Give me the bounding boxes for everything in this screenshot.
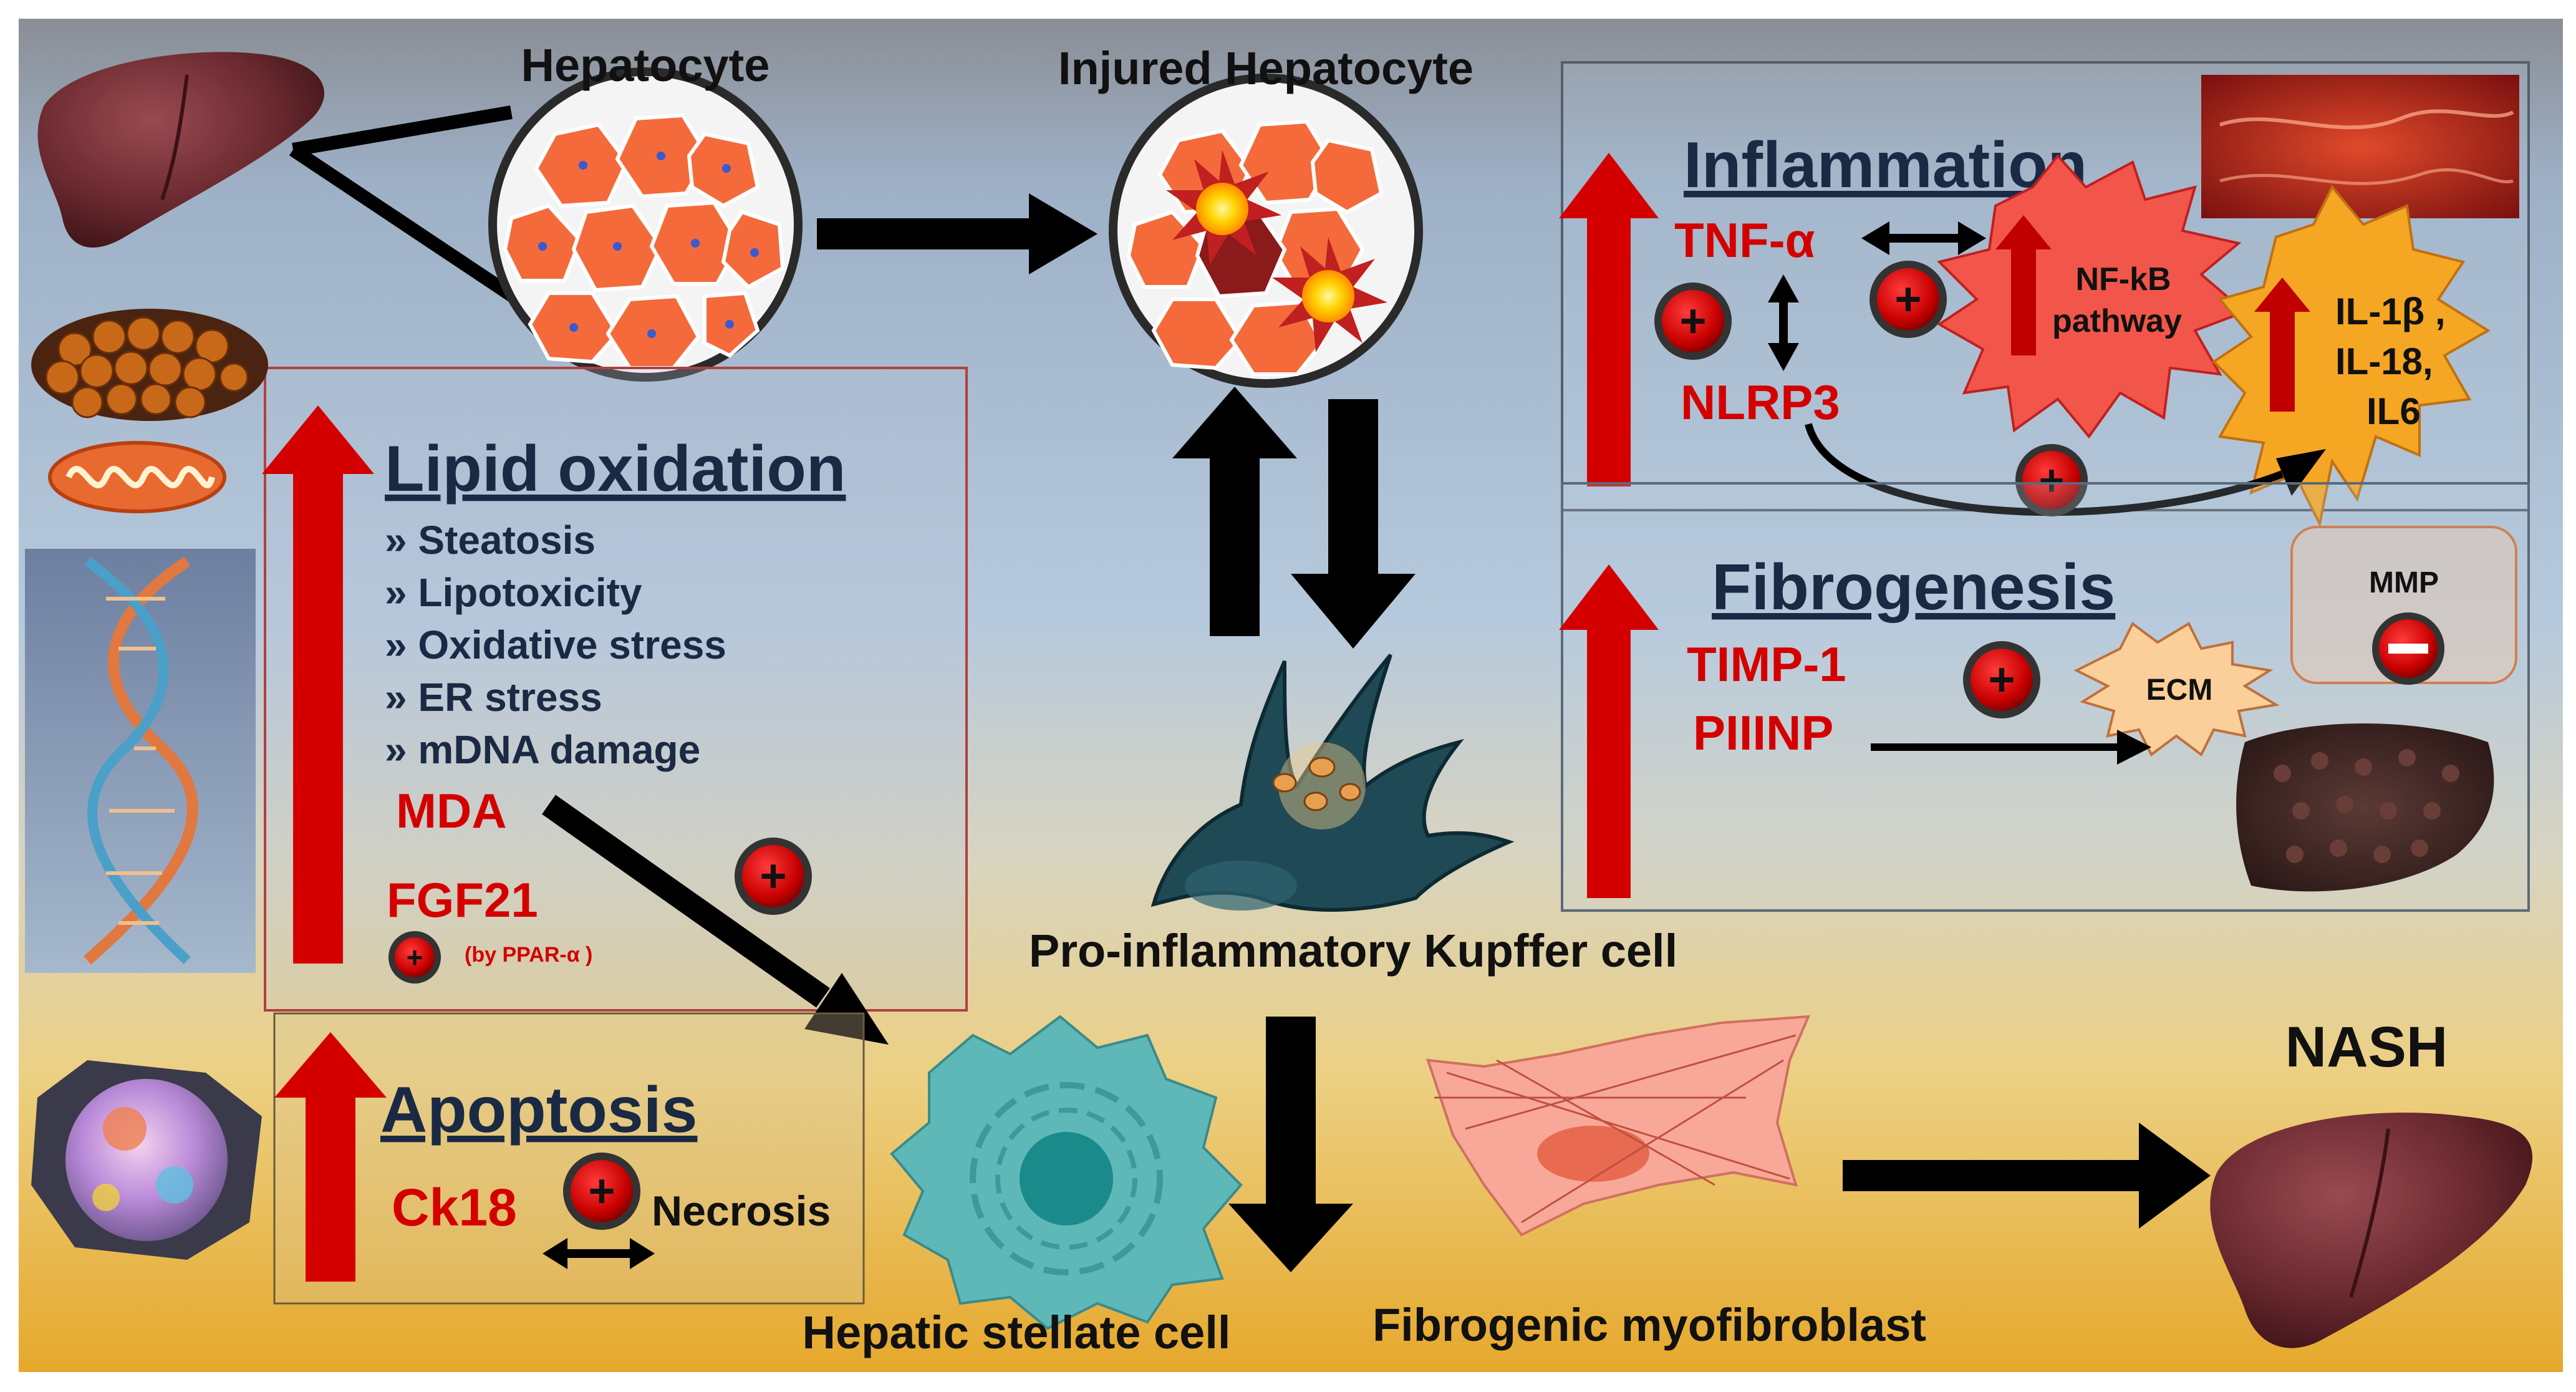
liver-icon xyxy=(37,52,324,248)
plus-icon-nfkb: + xyxy=(1869,261,1947,338)
nlrp3-label: NLRP3 xyxy=(1681,375,1840,430)
myofibroblast-label: Fibrogenic myofibroblast xyxy=(1372,1299,1926,1351)
interleukin-burst xyxy=(2211,185,2491,528)
stellate-label: Hepatic stellate cell xyxy=(803,1307,1231,1358)
svg-text:+: + xyxy=(1988,654,2015,705)
nash-liver-icon xyxy=(2210,1113,2533,1348)
svg-text:+: + xyxy=(1894,273,1921,325)
apoptosis-title: Apoptosis xyxy=(380,1074,697,1146)
double-arrow-tnf-nlrp3 xyxy=(1768,274,1799,371)
ck18-label: Ck18 xyxy=(392,1178,517,1237)
zoom-line-top xyxy=(292,105,513,157)
fibrogenesis-up-arrow xyxy=(1559,564,1659,898)
lipid-up-arrow xyxy=(262,405,374,964)
svg-text:+: + xyxy=(760,850,786,902)
injured-hepatocyte-icon xyxy=(1109,74,1423,388)
nfkb-label-line2: pathway xyxy=(2052,303,2182,339)
lipid-item-mdna-damage: » mDNA damage xyxy=(385,727,700,772)
mda-label: MDA xyxy=(396,783,507,838)
lipid-item-lipotoxicity: » Lipotoxicity xyxy=(385,570,642,615)
il-label-line1: IL-1β , xyxy=(2335,291,2446,332)
timp1-label: TIMP-1 xyxy=(1687,637,1846,692)
inflamed-tissue-icon xyxy=(2201,75,2519,218)
injured-hepatocyte-label: Injured Hepatocyte xyxy=(1058,42,1474,94)
arrow-kupffer-to-stellate xyxy=(1228,1017,1353,1272)
arrow-up-to-injured xyxy=(1172,387,1297,636)
double-arrow-ck18-necrosis xyxy=(543,1238,655,1269)
il-label-line3: IL6 xyxy=(2366,390,2421,432)
nash-label: NASH xyxy=(2285,1015,2448,1079)
tnf-alpha-label: TNF-α xyxy=(1674,213,1815,268)
hepatocyte-label: Hepatocyte xyxy=(521,39,770,91)
arrow-piiinp-to-fibrotic-liver xyxy=(1871,730,2151,765)
svg-text:+: + xyxy=(2039,456,2065,505)
lipid-oxidation-box xyxy=(264,367,968,1012)
lipid-title: Lipid oxidation xyxy=(385,433,846,505)
apoptotic-cell-icon xyxy=(31,1060,262,1260)
fibrogenesis-title: Fibrogenesis xyxy=(1712,551,2115,624)
interleukin-up-arrow xyxy=(2254,278,2310,412)
arrow-mda-to-stellate xyxy=(542,795,889,1045)
plus-icon-mda: + xyxy=(735,838,812,915)
svg-text:+: + xyxy=(1679,295,1706,347)
dna-icon xyxy=(25,549,256,973)
mmp-label: MMP xyxy=(2369,566,2439,599)
lipid-item-steatosis: » Steatosis xyxy=(385,518,596,563)
hepatocyte-cells-icon xyxy=(488,67,803,382)
arrow-to-nash xyxy=(1843,1123,2211,1229)
double-arrow-tnf-nfkb xyxy=(1861,221,1986,255)
mitochondrion-icon xyxy=(48,441,226,513)
lipid-item-oxidative-stress: » Oxidative stress xyxy=(385,622,726,667)
inflammation-up-arrow xyxy=(1559,153,1659,486)
plus-icon-fgf21: + xyxy=(388,931,441,984)
plus-icon-fibrogenesis: + xyxy=(1963,641,2040,718)
inflammation-title: Inflammation xyxy=(1684,129,2087,201)
svg-text:+: + xyxy=(588,1165,615,1217)
nfkb-up-arrow xyxy=(1995,215,2052,355)
ppar-note: (by PPAR-α ) xyxy=(465,943,592,967)
piiinp-label: PIIINP xyxy=(1693,705,1833,760)
kupffer-label: Pro-inflammatory Kupffer cell xyxy=(1029,925,1677,977)
lipid-item-er-stress: » ER stress xyxy=(385,675,602,720)
plus-icon-nlrp3-il: + xyxy=(2015,444,2088,516)
plus-icon-tnf-nlrp3: + xyxy=(1654,283,1732,360)
apoptosis-up-arrow xyxy=(274,1032,387,1282)
fgf21-label: FGF21 xyxy=(387,872,538,927)
svg-text:+: + xyxy=(407,941,423,974)
necrosis-label: Necrosis xyxy=(652,1187,831,1235)
plus-icon-apoptosis: + xyxy=(563,1153,640,1230)
ecm-label: ECM xyxy=(2146,674,2213,707)
arrow-to-injured xyxy=(817,193,1097,274)
nfkb-label-line1: NF-kB xyxy=(2075,261,2171,297)
myofibroblast-icon xyxy=(1426,1015,1811,1237)
ecm-burst xyxy=(2073,621,2280,757)
arrow-down-to-kupffer xyxy=(1291,399,1416,649)
minus-icon-mmp xyxy=(2372,612,2444,685)
hepatic-stellate-cell-icon xyxy=(890,1015,1243,1330)
kupffer-cell-icon xyxy=(1151,654,1515,912)
apoptosis-box xyxy=(273,1012,865,1305)
lipid-droplets-icon xyxy=(31,309,268,421)
fibrotic-liver-icon xyxy=(2236,723,2494,892)
il-label-line2: IL-18, xyxy=(2335,341,2433,382)
